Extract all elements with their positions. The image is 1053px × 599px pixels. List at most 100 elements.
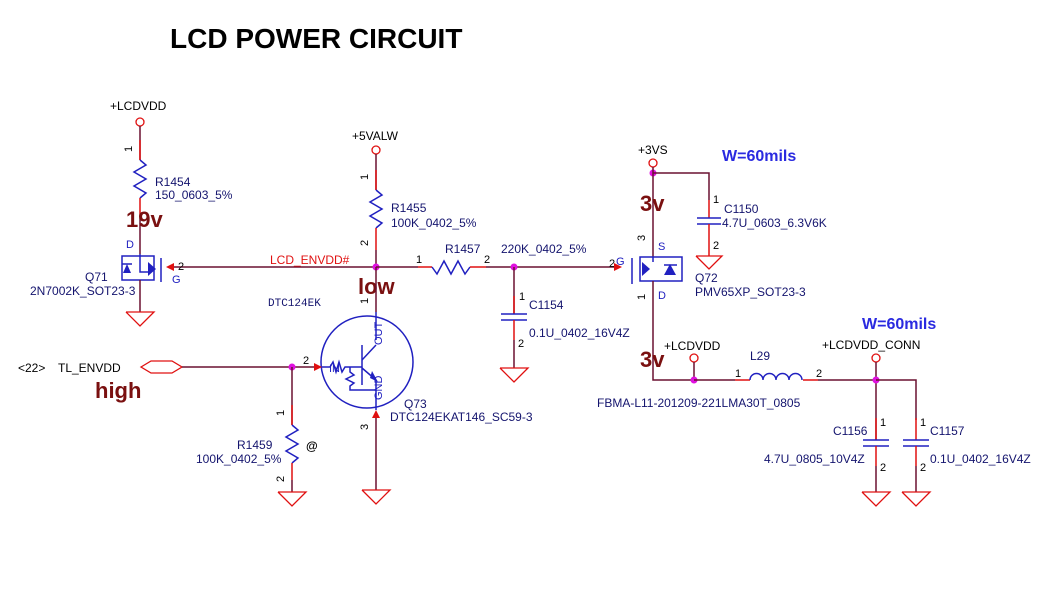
pin-number: 2 (484, 254, 490, 266)
power-rail-lcdvdd-top: +LCDVDD (110, 99, 167, 127)
pin-label: OUT (373, 322, 385, 346)
pin-label: IN (329, 363, 340, 375)
pin-number: 2 (518, 338, 524, 350)
pin-number: 2 (359, 240, 371, 246)
pin-number: 2 (275, 476, 287, 482)
component-value: 4.7U_0603_6.3V6K (722, 216, 827, 230)
net-label: LCD_ENVDD# (270, 253, 350, 267)
component-value: DTC124EKAT146_SC59-3 (390, 410, 533, 424)
resistor-icon (284, 424, 300, 464)
pin-number: 1 (920, 417, 926, 429)
component-ref: C1154 (529, 298, 564, 312)
pin-number: 1 (636, 294, 648, 300)
pin-number: 2 (178, 261, 184, 273)
resistor-icon (368, 189, 384, 229)
ground-icon (901, 491, 932, 507)
pin-label: GND (373, 376, 385, 401)
capacitor-c1150[interactable]: C1150 4.7U_0603_6.3V6K (697, 202, 827, 230)
annotation-at: @ (306, 439, 318, 453)
component-ref: R1455 (391, 201, 427, 215)
mosfet-q71[interactable]: Q71 2N7002K_SOT23-3 G (30, 254, 181, 298)
component-value: 2N7002K_SOT23-3 (30, 284, 136, 298)
pin-number: 3 (636, 235, 648, 241)
component-value: PMV65XP_SOT23-3 (695, 285, 806, 299)
power-port-icon (689, 353, 699, 363)
voltage-annotation: 19v (126, 207, 163, 232)
net-label: TL_ENVDD (58, 361, 121, 375)
trace-width-note: W=60mils (722, 148, 796, 165)
voltage-annotation: 3v (640, 347, 665, 372)
pin-number: 1 (359, 298, 371, 304)
component-value: 220K_0402_5% (501, 242, 587, 256)
inductor-l29[interactable]: L29 FBMA-L11-201209-221LMA30T_0805 (597, 349, 803, 410)
page-title: LCD POWER CIRCUIT (170, 23, 462, 54)
inductor-icon (749, 372, 803, 381)
pin-number: 1 (519, 291, 525, 303)
component-value: 100K_0402_5% (196, 452, 282, 466)
pin-label: S (658, 241, 665, 253)
rail-label: +5VALW (352, 129, 399, 143)
ground-icon (125, 311, 156, 327)
resistor-r1454[interactable]: R1454 150_0603_5% (132, 159, 233, 202)
component-ref: Q72 (695, 271, 718, 285)
capacitor-c1156[interactable]: C1156 4.7U_0805_10V4Z (764, 424, 889, 466)
pin-number: 3 (359, 424, 371, 430)
pin-label: D (658, 290, 666, 302)
logic-annotation: high (95, 378, 141, 403)
power-port-icon (135, 117, 145, 127)
ground-icon (861, 491, 892, 507)
power-port-icon (871, 353, 881, 363)
pin-label: G (616, 256, 625, 268)
ground-icon (277, 491, 308, 507)
resistor-r1455[interactable]: R1455 100K_0402_5% (368, 189, 477, 230)
mosfet-q72[interactable]: S D G Q72 PMV65XP_SOT23-3 (616, 241, 806, 302)
transistor-icon (320, 315, 414, 409)
resistor-icon (132, 159, 148, 199)
component-value: 150_0603_5% (155, 188, 233, 202)
trace-width-note: W=60mils (862, 316, 936, 333)
rail-label: +3VS (638, 143, 668, 157)
component-ref: R1457 (445, 242, 481, 256)
pin-number: 2 (816, 368, 822, 380)
pin-number: 2 (713, 240, 719, 252)
voltage-annotation: 3v (640, 191, 665, 216)
pin-number: 2 (609, 258, 615, 270)
component-ref: R1459 (237, 438, 273, 452)
transistor-q73[interactable]: IN OUT GND Q73 DTC124EKAT146_SC59-3 (320, 312, 533, 424)
component-ref: C1156 (833, 424, 868, 438)
component-value: 0.1U_0402_16V4Z (930, 452, 1031, 466)
component-value: 0.1U_0402_16V4Z (529, 326, 630, 340)
component-ref: R1454 (155, 175, 191, 189)
diode-icon (664, 264, 676, 275)
net-port-tl-envdd[interactable]: <22> TL_ENVDD (18, 360, 184, 375)
diode-icon (123, 264, 131, 273)
resistor-r1457[interactable]: R1457 220K_0402_5% (431, 242, 587, 276)
resistor-r1459[interactable]: R1459 100K_0402_5% @ (196, 424, 318, 466)
port-icon (139, 360, 184, 374)
pin-number: 1 (123, 146, 135, 152)
capacitor-c1157[interactable]: C1157 0.1U_0402_16V4Z (903, 424, 1031, 466)
pin-number: 2 (303, 355, 309, 367)
component-value: 100K_0402_5% (391, 216, 477, 230)
rail-label: +LCDVDD (664, 339, 721, 353)
component-value: FBMA-L11-201209-221LMA30T_0805 (597, 396, 801, 410)
logic-annotation: low (358, 274, 396, 299)
capacitor-c1154[interactable]: C1154 0.1U_0402_16V4Z (501, 298, 630, 340)
ground-icon (499, 367, 530, 383)
ground-icon (695, 255, 724, 270)
pin-label: G (172, 274, 181, 286)
pin-number: 1 (713, 194, 719, 206)
pin-number: 2 (880, 462, 886, 474)
component-ref: Q71 (85, 270, 108, 284)
pin-number: 1 (735, 368, 741, 380)
pin-label: D (126, 239, 134, 251)
pin-number: 1 (275, 410, 287, 416)
component-ref: L29 (750, 349, 770, 363)
power-port-icon (371, 145, 381, 155)
component-ref: C1150 (724, 202, 759, 216)
power-port-icon (648, 158, 658, 168)
component-value: 4.7U_0805_10V4Z (764, 452, 865, 466)
component-part: DTC124EK (268, 298, 321, 310)
pin-number: 1 (359, 174, 371, 180)
